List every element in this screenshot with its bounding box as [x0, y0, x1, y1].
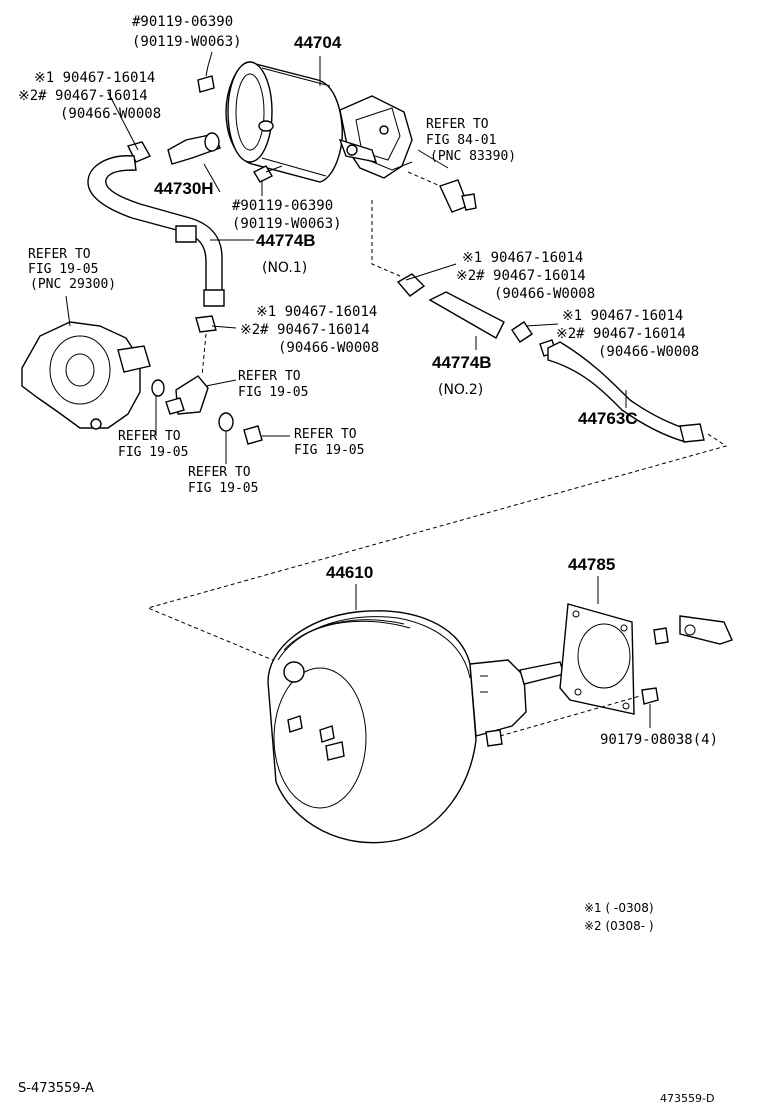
label-group: #90119-06390 (90119-W0063) 44704 ※1 9046…: [18, 14, 718, 1105]
label-refer-1905c-1: REFER TO: [118, 429, 181, 444]
label-refer-84-2: FIG 84-01: [426, 133, 496, 148]
label-44704: 44704: [294, 33, 342, 52]
label-clamp-b-2: ※2# 90467-16014: [240, 322, 370, 338]
legend-1: ※1 ( -0308): [584, 901, 654, 915]
label-refer-1905b-1: REFER TO: [238, 369, 301, 384]
label-clamp-d-2: ※2# 90467-16014: [556, 326, 686, 342]
gasket-44785[interactable]: [559, 603, 635, 715]
label-44730h: 44730H: [154, 179, 214, 198]
hose-44774b-no2[interactable]: [396, 273, 505, 339]
label-refer-1905b-2: FIG 19-05: [238, 385, 308, 400]
footer-right: 473559-D: [660, 1092, 714, 1105]
label-refer-1905d-2: FIG 19-05: [294, 443, 364, 458]
label-no1: (NO.1): [262, 260, 307, 276]
label-no2: (NO.2): [438, 382, 483, 398]
label-clamp-a-3: (90466-W0008: [60, 106, 161, 122]
label-refer-1905d-1: REFER TO: [294, 427, 357, 442]
label-refer-1905a-1: REFER TO: [28, 247, 91, 262]
label-44610: 44610: [326, 563, 373, 582]
check-valve[interactable]: [151, 315, 263, 445]
label-refer-84-3: (PNC 83390): [430, 149, 516, 164]
label-refer-1905a-3: (PNC 29300): [30, 277, 116, 292]
label-nut: 90179-08038(4): [600, 732, 718, 748]
label-clamp-b-1: ※1 90467-16014: [256, 304, 377, 320]
legend-2: ※2 (0308- ): [584, 919, 654, 933]
label-44774b-no1: 44774B: [256, 231, 316, 250]
label-refer-1905e-2: FIG 19-05: [188, 481, 258, 496]
mounting-nut[interactable]: [499, 687, 659, 737]
footer-left: S-473559-A: [18, 1081, 94, 1096]
label-clamp-c-3: (90466-W0008: [494, 286, 595, 302]
label-clamp-d-3: (90466-W0008: [598, 344, 699, 360]
label-bolt-top-1: #90119-06390: [132, 14, 233, 30]
vacuum-tank-44704[interactable]: [225, 61, 413, 183]
label-44785: 44785: [568, 555, 615, 574]
hose-44774b-no1[interactable]: [87, 155, 225, 307]
label-refer-1905a-2: FIG 19-05: [28, 262, 98, 277]
label-clamp-a-2: ※2# 90467-16014: [18, 88, 148, 104]
leader-lines: [65, 56, 651, 728]
label-refer-1905e-1: REFER TO: [188, 465, 251, 480]
brake-booster-44610[interactable]: [267, 610, 565, 844]
label-bolt-mid-1: #90119-06390: [232, 198, 333, 214]
label-clamp-c-2: ※2# 90467-16014: [456, 268, 586, 284]
label-44763c: 44763C: [578, 409, 638, 428]
vacuum-tube-44763c[interactable]: [547, 341, 705, 443]
label-clamp-d-1: ※1 90467-16014: [562, 308, 683, 324]
label-clamp-b-3: (90466-W0008: [278, 340, 379, 356]
bolt-top[interactable]: [197, 51, 215, 93]
label-refer-1905c-2: FIG 19-05: [118, 445, 188, 460]
routing-line: [146, 433, 728, 669]
label-clamp-a-1: ※1 90467-16014: [34, 70, 155, 86]
label-44774b-no2: 44774B: [432, 353, 492, 372]
clevis[interactable]: [653, 615, 733, 645]
label-clamp-c-1: ※1 90467-16014: [462, 250, 583, 266]
label-bolt-top-2: (90119-W0063): [132, 34, 242, 50]
vacuum-pump[interactable]: [21, 321, 151, 430]
bolt-mid[interactable]: [253, 165, 283, 196]
label-bolt-mid-2: (90119-W0063): [232, 216, 342, 232]
pressure-sensor[interactable]: [407, 171, 477, 213]
vacuum-connector-44730h[interactable]: [126, 132, 221, 165]
label-refer-84-1: REFER TO: [426, 117, 489, 132]
routing-line: [371, 200, 401, 277]
